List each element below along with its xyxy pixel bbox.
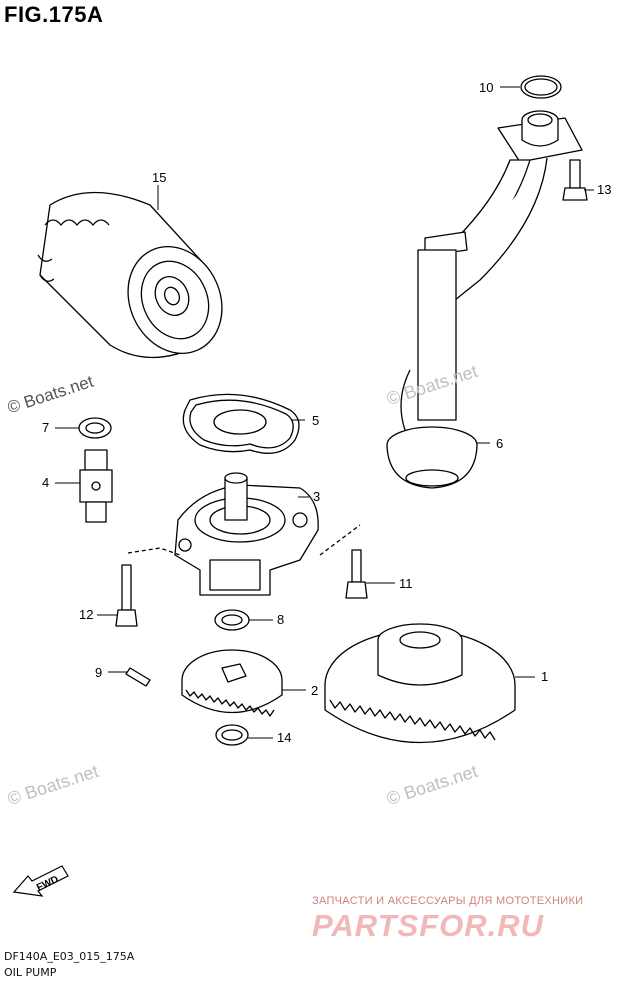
oil-filter-part-15[interactable]	[37, 191, 239, 369]
washer-part-8[interactable]	[214, 609, 250, 631]
callout-10: 10	[479, 80, 493, 95]
callout-12: 12	[79, 607, 93, 622]
gasket-part-5[interactable]	[182, 393, 300, 454]
figure-name: OIL PUMP	[4, 966, 57, 979]
bolt-part-13[interactable]	[562, 159, 588, 201]
leader-lines	[55, 86, 594, 739]
figure-code: DF140A_E03_015_175A	[4, 950, 135, 963]
o-ring-part-10[interactable]	[520, 75, 562, 99]
parts-tagline: ЗАПЧАСТИ И АКСЕССУАРЫ ДЛЯ МОТОТЕХНИКИ	[312, 895, 584, 907]
drive-gear-part-2[interactable]	[181, 649, 283, 717]
callout-2: 2	[311, 683, 318, 698]
driven-gear-part-1[interactable]	[324, 623, 516, 744]
bolt-part-12[interactable]	[115, 564, 138, 627]
callout-13: 13	[597, 182, 611, 197]
figure-title: FIG.175A	[4, 2, 104, 27]
circlip-part-14[interactable]	[215, 724, 249, 746]
oil-strainer-part-6[interactable]	[386, 110, 583, 489]
bolt-part-11[interactable]	[345, 549, 368, 599]
callout-5: 5	[312, 413, 319, 428]
relief-valve-part-4[interactable]	[79, 449, 113, 523]
parts-brand-logo: PARTSFOR.RU	[312, 908, 545, 943]
washer-part-7[interactable]	[78, 417, 112, 439]
callout-14: 14	[277, 730, 291, 745]
callout-4: 4	[42, 475, 49, 490]
pump-case-part-3[interactable]	[174, 472, 319, 596]
callout-1: 1	[541, 669, 548, 684]
pin-part-9[interactable]	[125, 667, 151, 687]
callout-9: 9	[95, 665, 102, 680]
callout-7: 7	[42, 420, 49, 435]
callout-3: 3	[313, 489, 320, 504]
callout-labels: 15 10 13 5 6 7 4 3 11 12 8 9 2 1 14	[42, 80, 611, 745]
callout-11: 11	[399, 576, 413, 591]
fwd-arrow-icon: FWD	[12, 865, 69, 897]
callout-8: 8	[277, 612, 284, 627]
callout-6: 6	[496, 436, 503, 451]
callout-15: 15	[152, 170, 166, 185]
